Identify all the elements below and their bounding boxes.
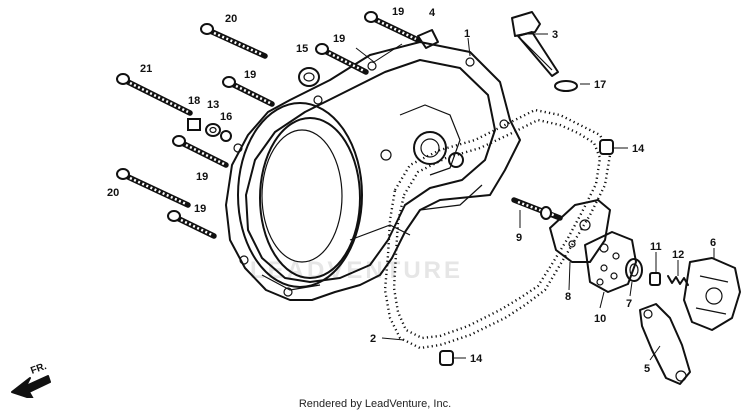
callout-9: 9 — [516, 232, 522, 244]
crankcase-cover — [225, 41, 521, 301]
callout-19-c: 19 — [244, 69, 256, 81]
callout-19-a: 19 — [392, 6, 404, 18]
callout-12: 12 — [672, 249, 684, 261]
plate — [584, 231, 637, 293]
callout-13: 13 — [207, 99, 219, 111]
bracket — [417, 29, 439, 49]
render-credit: Rendered by LeadVenture, Inc. — [298, 398, 452, 410]
oil-filler-cap — [511, 11, 559, 77]
direction-label: FR. — [29, 361, 48, 377]
callout-1: 1 — [464, 28, 470, 40]
callout-labels: 1 2 3 4 5 6 7 8 9 10 11 12 13 14 14 15 1… — [107, 6, 716, 375]
callout-7: 7 — [626, 298, 632, 310]
lever-assembly — [549, 199, 611, 263]
oil-seal — [298, 67, 320, 87]
callout-3: 3 — [552, 29, 558, 41]
bolts — [116, 11, 421, 239]
callout-8: 8 — [565, 291, 571, 303]
dowel-pins — [439, 139, 614, 366]
callout-19-d: 19 — [196, 171, 208, 183]
callout-10: 10 — [594, 313, 606, 325]
callout-19-b: 19 — [333, 33, 345, 45]
leader-lines — [355, 33, 715, 361]
callout-11: 11 — [650, 241, 662, 253]
callout-4: 4 — [429, 7, 436, 19]
collar — [649, 272, 661, 286]
cam-plate — [683, 257, 741, 331]
callout-2: 2 — [370, 333, 376, 345]
washer-set — [187, 118, 232, 142]
front-direction-arrow: FR. — [11, 361, 51, 398]
callout-19-e: 19 — [194, 203, 206, 215]
cover-gasket — [383, 108, 612, 350]
callout-21: 21 — [140, 63, 152, 75]
callout-14-bottom: 14 — [470, 353, 483, 365]
shaft — [511, 197, 563, 221]
cover-gasket-inner — [392, 118, 602, 340]
callout-17: 17 — [594, 79, 606, 91]
exploded-view-diagram: LEADVENTURE — [11, 6, 741, 398]
callout-5: 5 — [644, 363, 650, 375]
callout-15: 15 — [296, 43, 308, 55]
callout-18: 18 — [188, 95, 200, 107]
seal — [625, 258, 643, 282]
callout-16: 16 — [220, 111, 232, 123]
o-ring — [554, 80, 578, 92]
callout-20-a: 20 — [225, 13, 237, 25]
callout-6: 6 — [710, 237, 716, 249]
callout-14-top: 14 — [632, 143, 645, 155]
spring — [667, 275, 689, 286]
callout-20-b: 20 — [107, 187, 119, 199]
kick-arm — [639, 303, 691, 385]
